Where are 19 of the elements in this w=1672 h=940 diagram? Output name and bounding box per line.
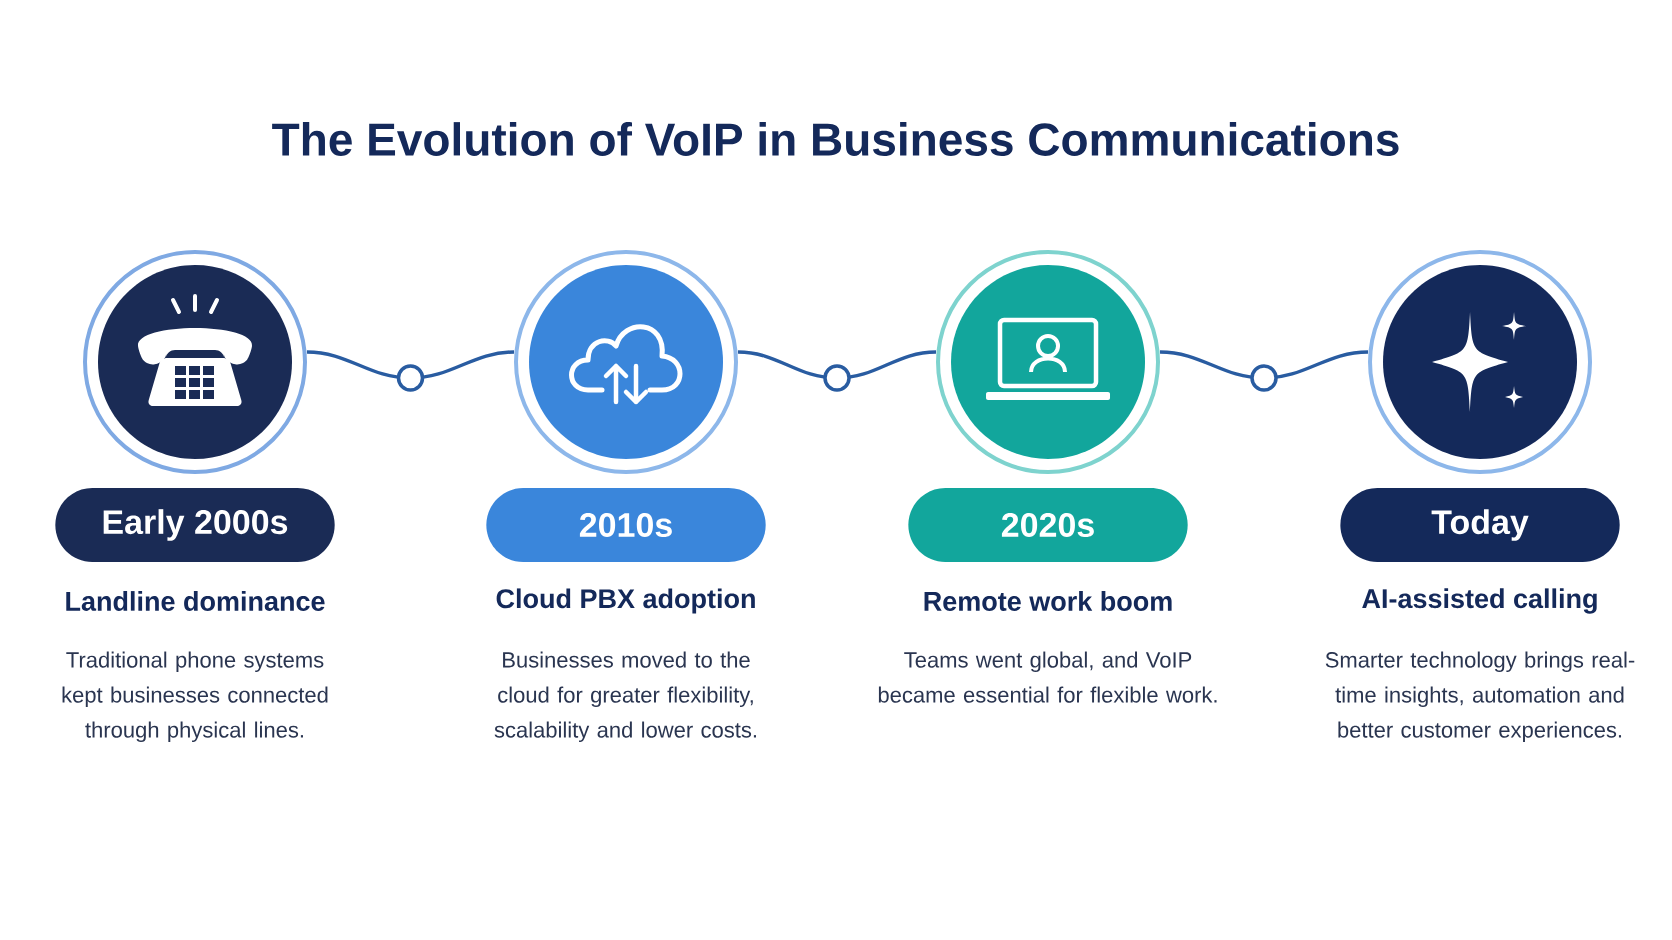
heading: AI-assisted calling [1362,588,1597,614]
connector [737,350,937,392]
description: Traditional phone systems kept businesses connected through physical lines. [62,651,328,743]
connector [306,350,515,392]
heading: Remote work boom [924,591,1172,611]
description: Teams went global, and VoIP became essential for flexible work. [878,651,1217,703]
icon-circle [936,250,1160,474]
icon-circle [514,250,738,474]
icon-circle [1368,250,1592,474]
description: Smarter technology brings real-time insights, automation and better customer experiences. [1325,651,1635,743]
connector [1159,350,1369,392]
title: The Evolution of VoIP in Business Communications [272,122,1399,156]
heading: Landline dominance [66,591,325,611]
year-pill: 2020s [908,488,1188,562]
year-pill: Today [1340,488,1620,562]
year-pill: Early 2000s [55,488,335,562]
heading: Cloud PBX adoption [496,588,755,614]
year-pill: 2010s [486,488,766,562]
description: Businesses moved to the cloud for greater flexibility, scalability and lower costs. [494,651,756,743]
